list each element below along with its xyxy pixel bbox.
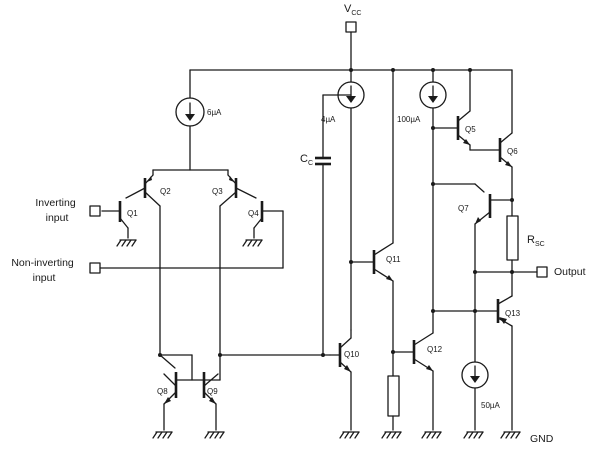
transistor-q7 (432, 183, 513, 312)
non-inverting-input-terminal[interactable] (89, 262, 101, 274)
q9-label: Q9 (207, 387, 218, 396)
q4-ground (242, 239, 263, 247)
current-source-100ua (419, 69, 447, 109)
transistor-q9 (202, 372, 219, 431)
non-inverting-input-label: Non-inverting input (11, 257, 76, 284)
node-cc-q10 (321, 353, 325, 357)
node-4ua (349, 68, 353, 72)
node-q11-base (349, 260, 353, 264)
transistor-q1 (101, 187, 146, 239)
current-source-6ua-label: 6µA (207, 108, 222, 117)
transistor-q13 (432, 295, 513, 431)
q10-label: Q10 (344, 350, 360, 359)
q9-ground (204, 431, 225, 439)
source-ground (463, 431, 484, 439)
node-q12-base (391, 350, 395, 354)
node-q11-collector (391, 68, 395, 72)
transistor-q8 (163, 372, 221, 431)
node-100ua (431, 68, 435, 72)
current-source-100ua-label: 100µA (397, 115, 421, 124)
transistor-q4 (235, 187, 284, 269)
q13-ground (500, 431, 521, 439)
q4-label: Q4 (248, 209, 259, 218)
vcc-label: VCC (344, 3, 361, 17)
node-q5-collector (468, 68, 472, 72)
q10-ground (339, 431, 360, 439)
inverting-input-label: Inverting input (35, 197, 78, 224)
resistor-ground (381, 431, 402, 439)
transistor-q10 (329, 329, 352, 431)
node-output-right (510, 270, 514, 274)
vcc-rail-wires (189, 31, 513, 71)
transistor-q6 (498, 69, 513, 217)
q12-label: Q12 (427, 345, 443, 354)
current-source-4ua-label: 4µA (321, 115, 336, 124)
gnd-label: GND (530, 433, 554, 445)
current-source-50ua (461, 310, 489, 431)
q1-ground (116, 239, 137, 247)
current-source-50ua-label: 50µA (481, 401, 501, 410)
mirror-wires (159, 354, 331, 381)
capacitor-cc-label: CC (300, 153, 313, 167)
transistor-q3 (219, 174, 238, 381)
node-q7-rsc (510, 198, 514, 202)
resistor-rsc-label: RSC (527, 234, 545, 248)
emitter-bus (152, 169, 229, 176)
q13-label: Q13 (505, 309, 521, 318)
transistor-q5 (432, 69, 501, 151)
transistor-q11 (350, 69, 394, 377)
current-source-6ua (175, 69, 205, 171)
q2-label: Q2 (160, 187, 171, 196)
current-source-4ua (337, 69, 365, 331)
transistor-q12 (392, 107, 434, 431)
transistor-q2 (143, 174, 161, 356)
output-label: Output (554, 266, 586, 278)
q5-label: Q5 (465, 125, 476, 134)
q6-label: Q6 (507, 147, 518, 156)
q11-label: Q11 (386, 255, 401, 264)
vcc-terminal[interactable] (345, 21, 357, 33)
node-mirror-left (158, 353, 162, 357)
q8-label: Q8 (157, 387, 168, 396)
q1-label: Q1 (127, 209, 138, 218)
output-terminal[interactable] (536, 266, 548, 278)
node-mirror-right (218, 353, 222, 357)
resistor-q11-emitter (387, 375, 400, 431)
resistor-rsc (506, 215, 519, 297)
capacitor-cc (315, 94, 352, 356)
q3-label: Q3 (212, 187, 223, 196)
q7-label: Q7 (458, 204, 469, 213)
q12-ground (421, 431, 442, 439)
inverting-input-terminal[interactable] (89, 205, 101, 217)
q8-ground (152, 431, 173, 439)
node-output-left (473, 270, 477, 274)
